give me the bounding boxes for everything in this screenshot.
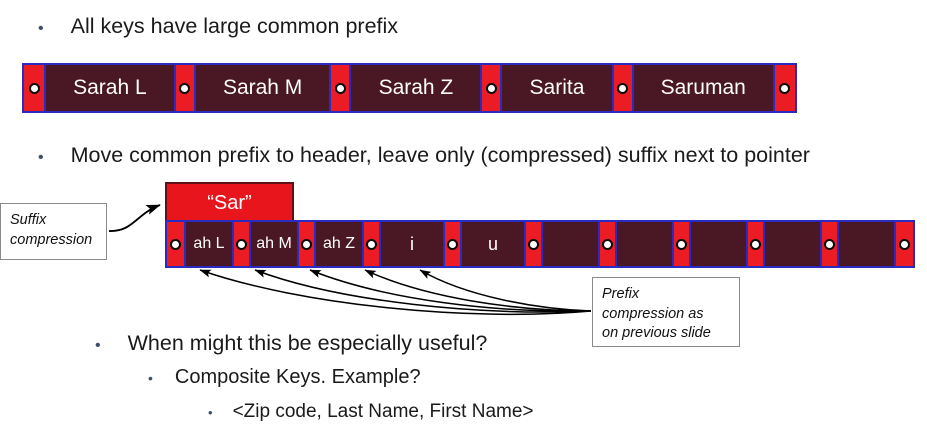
key-cell	[691, 222, 746, 266]
pointer-cell[interactable]	[524, 222, 543, 266]
pointer-dot-icon	[750, 238, 761, 250]
bullet-text-5: <Zip code, Last Name, First Name>	[232, 401, 534, 422]
bullet-line-5: • <Zip code, Last Name, First Name>	[208, 401, 534, 423]
prefix-header-label: “Sar”	[207, 192, 252, 214]
pointer-dot-icon	[617, 82, 628, 94]
pointer-dot-icon	[301, 238, 312, 250]
pointer-cell[interactable]	[772, 65, 795, 111]
pointer-cell[interactable]	[362, 222, 381, 266]
pointer-dot-icon	[334, 82, 346, 94]
pointer-dot-icon	[236, 238, 247, 250]
pointer-cell[interactable]	[598, 222, 617, 266]
pointer-cell[interactable]	[329, 65, 352, 111]
callout-line: compression as	[602, 305, 704, 322]
bullet-dot-icon: •	[95, 337, 101, 354]
pointer-dot-icon	[447, 238, 458, 250]
prefix-callout-arrow	[309, 269, 592, 312]
pointer-dot-icon	[899, 238, 910, 250]
pointer-dot-icon	[602, 238, 613, 250]
key-cell: u	[462, 222, 524, 266]
bullet-dot-icon: •	[38, 149, 44, 166]
key-cell	[765, 222, 820, 266]
key-cell: ah L	[186, 222, 232, 266]
key-cell: Sarah L	[46, 65, 174, 111]
pointer-cell[interactable]	[746, 222, 765, 266]
prefix-callout-arrow	[364, 269, 592, 312]
pointer-cell[interactable]	[232, 222, 251, 266]
bullet-line-3: • When might this be especially useful?	[95, 331, 487, 356]
key-cell	[617, 222, 672, 266]
prefix-callout-arrow	[254, 269, 592, 313]
pointer-cell[interactable]	[24, 65, 46, 111]
pointer-dot-icon	[528, 238, 539, 250]
bullet-text-3: When might this be especially useful?	[127, 331, 488, 355]
suffix-callout-arrow	[108, 204, 161, 232]
key-cell: Sarah Z	[351, 65, 481, 111]
prefix-callout-arrow	[419, 269, 592, 312]
bullet-text-1: All keys have large common prefix	[70, 14, 399, 38]
callout-line: Prefix	[602, 286, 640, 302]
bullet-text-4: Composite Keys. Example?	[174, 366, 421, 388]
bullet-line-2: • Move common prefix to header, leave on…	[38, 143, 810, 168]
pointer-dot-icon	[779, 82, 791, 94]
prefix-header-box: “Sar”	[165, 182, 294, 223]
key-cell: Sarah M	[195, 65, 330, 111]
pointer-cell[interactable]	[672, 222, 691, 266]
pointer-dot-icon	[366, 238, 377, 250]
callout-line: on previous slide	[602, 325, 711, 342]
key-cell: i	[381, 222, 443, 266]
bullet-dot-icon: •	[208, 405, 213, 420]
pointer-cell[interactable]	[173, 65, 196, 111]
key-cell: ah Z	[316, 222, 362, 266]
pointer-cell[interactable]	[480, 65, 503, 111]
pointer-dot-icon	[170, 238, 181, 250]
pointer-cell[interactable]	[297, 222, 316, 266]
bullet-line-4: • Composite Keys. Example?	[148, 366, 421, 389]
callout-line: Suffix	[10, 212, 47, 228]
pointer-dot-icon	[485, 82, 497, 94]
pointer-cell[interactable]	[820, 222, 839, 266]
pointer-dot-icon	[676, 238, 687, 250]
bullet-line-1: • All keys have large common prefix	[38, 14, 398, 39]
callout-line: compression	[10, 231, 93, 248]
prefix-callout-arrow	[199, 269, 592, 316]
uncompressed-node: Sarah L Sarah M Sarah Z Sarita Saruman	[22, 63, 797, 113]
prefix-compression-callout: Prefix compression as on previous slide	[592, 277, 740, 347]
bullet-dot-icon: •	[38, 20, 44, 37]
key-cell: ah M	[251, 222, 297, 266]
pointer-cell[interactable]	[443, 222, 462, 266]
suffix-compression-callout: Suffix compression	[0, 203, 107, 260]
bullet-dot-icon: •	[148, 370, 153, 386]
pointer-cell[interactable]	[894, 222, 913, 266]
bullet-text-2: Move common prefix to header, leave only…	[70, 143, 810, 167]
pointer-dot-icon	[179, 82, 191, 94]
pointer-cell[interactable]	[611, 65, 634, 111]
pointer-dot-icon	[824, 238, 835, 250]
pointer-cell[interactable]	[167, 222, 186, 266]
key-cell: Sarita	[502, 65, 612, 111]
key-cell: Saruman	[633, 65, 773, 111]
pointer-dot-icon	[28, 82, 40, 94]
key-cell	[543, 222, 598, 266]
key-cell	[839, 222, 894, 266]
compressed-node: ah L ah M ah Z i u	[165, 220, 915, 268]
